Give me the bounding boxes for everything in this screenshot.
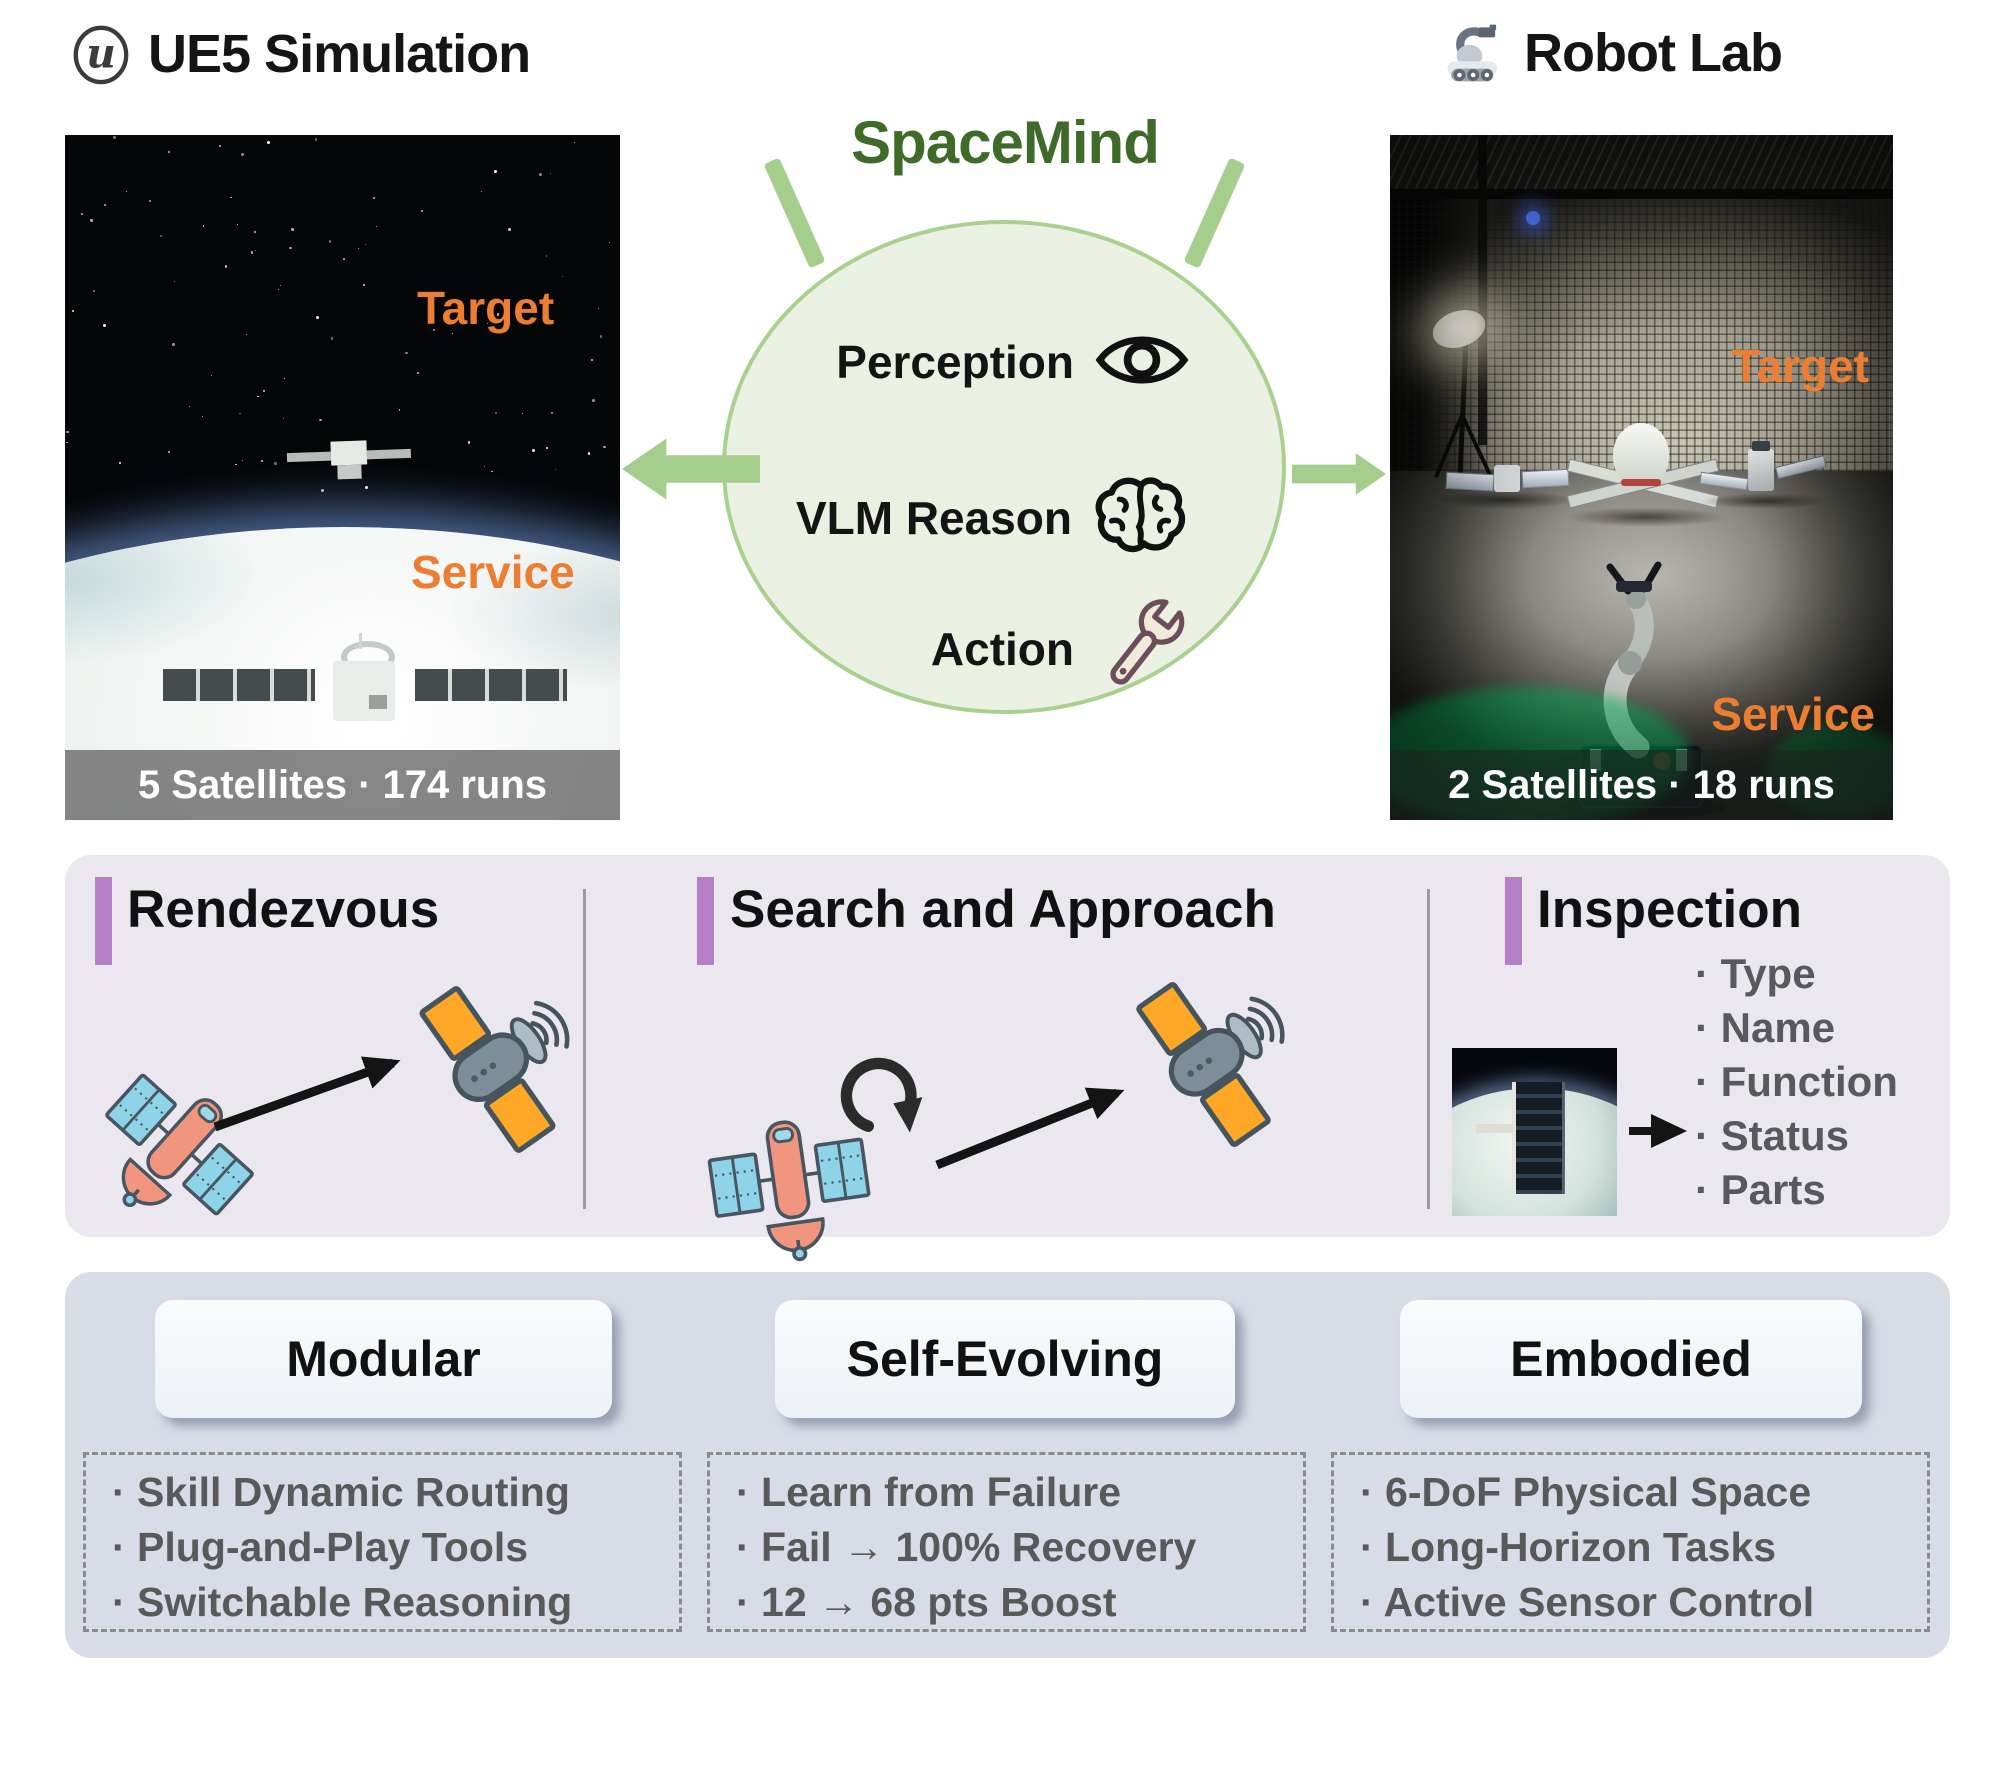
perception-label: Perception [836,336,1074,388]
inspection-attribute-list: Type Name Function Status Parts [1695,947,2005,1217]
brain-icon [1092,473,1190,564]
lab-satellite-center [1566,417,1720,517]
attribute-item: Function [1695,1055,2005,1109]
bullet-item: Active Sensor Control [1360,1575,1927,1630]
attribute-item: Status [1695,1109,2005,1163]
vlm-reason-label: VLM Reason [795,492,1072,544]
sim-caption: 5 Satellites · 174 runs [65,750,620,820]
bullet-item: Learn from Failure [736,1465,1303,1520]
module-action: Action [931,596,1190,702]
module-vlm-reason: VLM Reason [796,468,1190,568]
lab-satellite-left [1445,457,1570,501]
bullet-item: Switchable Reasoning [112,1575,679,1630]
shadow [1700,493,1830,509]
attribute-item: Name [1695,1001,2005,1055]
bullet-item: 12 → 68 pts Boost [736,1575,1303,1630]
task-accent-bar [697,877,714,965]
header-left: u UE5 Simulation [70,22,531,86]
ceiling-beam [1390,189,1893,199]
target-satellite-illustration [359,941,617,1199]
task-accent-bar [1505,877,1522,965]
module-perception: Perception [836,312,1190,412]
feature-card-self-evolving: Self-Evolving [775,1300,1235,1418]
search-arrow [935,1087,1125,1170]
sim-target-label: Target [417,282,555,334]
lab-satellite-right [1699,441,1827,497]
blue-light [1526,211,1540,225]
sim-header-title: UE5 Simulation [148,24,531,84]
lab-target-label: Target [1731,340,1869,392]
feature-bullets-self-evolving: Learn from Failure Fail → 100% Recovery … [707,1452,1306,1632]
attribute-item: Parts [1695,1163,2005,1217]
action-label: Action [930,623,1074,675]
bullet-item: Long-Horizon Tasks [1360,1520,1927,1575]
robot-lab-image: Target Service 2 Satellites · 18 runs [1390,135,1893,820]
task-title-inspection: Inspection [1537,880,1803,939]
left-pole [1478,135,1487,445]
lab-header-title: Robot Lab [1524,23,1783,83]
starfield [65,135,620,820]
rendezvous-arrow [213,1056,401,1132]
rotation-arrow [840,1057,923,1133]
shadow [1436,491,1576,509]
inspection-thumbnail [1452,1048,1617,1216]
lab-caption: 2 Satellites · 18 runs [1390,750,1893,820]
core-circle: Perception VLM Reason [722,220,1286,714]
task-divider [583,889,586,1209]
task-divider [1427,889,1430,1209]
feature-bullets-embodied: 6-DoF Physical Space Long-Horizon Tasks … [1331,1452,1930,1632]
task-accent-bar [95,877,112,965]
feature-card-embodied: Embodied [1400,1300,1862,1418]
arrow-to-lab [1292,453,1386,495]
lab-ceiling [1390,135,1893,193]
bullet-item: 6-DoF Physical Space [1360,1465,1927,1520]
svg-text:u: u [86,30,116,78]
header-right: Robot Lab [1442,22,1783,84]
wrench-icon [1094,598,1190,700]
ue5-simulation-image: Target Service 5 Satellites · 174 runs [65,135,620,820]
features-band: Modular Self-Evolving Embodied Skill Dyn… [65,1272,1950,1658]
inspection-arrow [1629,1114,1687,1148]
sim-service-satellite [163,633,568,743]
shadow [1566,507,1726,527]
unreal-engine-logo-icon: u [70,22,132,86]
core-title: SpaceMind [851,109,1160,176]
robot-rover-icon [1442,22,1508,84]
eye-icon [1094,327,1190,398]
tasks-band: Rendezvous Search and Approach Inspectio… [65,855,1950,1237]
task-title-search: Search and Approach [730,880,1276,939]
bullet-item: Plug-and-Play Tools [112,1520,679,1575]
feature-bullets-modular: Skill Dynamic Routing Plug-and-Play Tool… [83,1452,682,1632]
sim-target-satellite [286,433,413,483]
service-satellite-illustration [683,1071,895,1283]
attribute-item: Type [1695,947,2005,1001]
arrow-to-simulation [622,438,760,500]
spotlight-stand [1434,340,1492,478]
bullet-item: Skill Dynamic Routing [112,1465,679,1520]
sim-service-label: Service [411,546,575,598]
task-title-rendezvous: Rendezvous [127,880,440,939]
bullet-item: Fail → 100% Recovery [736,1520,1303,1575]
feature-card-modular: Modular [155,1300,612,1418]
lab-service-label: Service [1711,688,1875,740]
